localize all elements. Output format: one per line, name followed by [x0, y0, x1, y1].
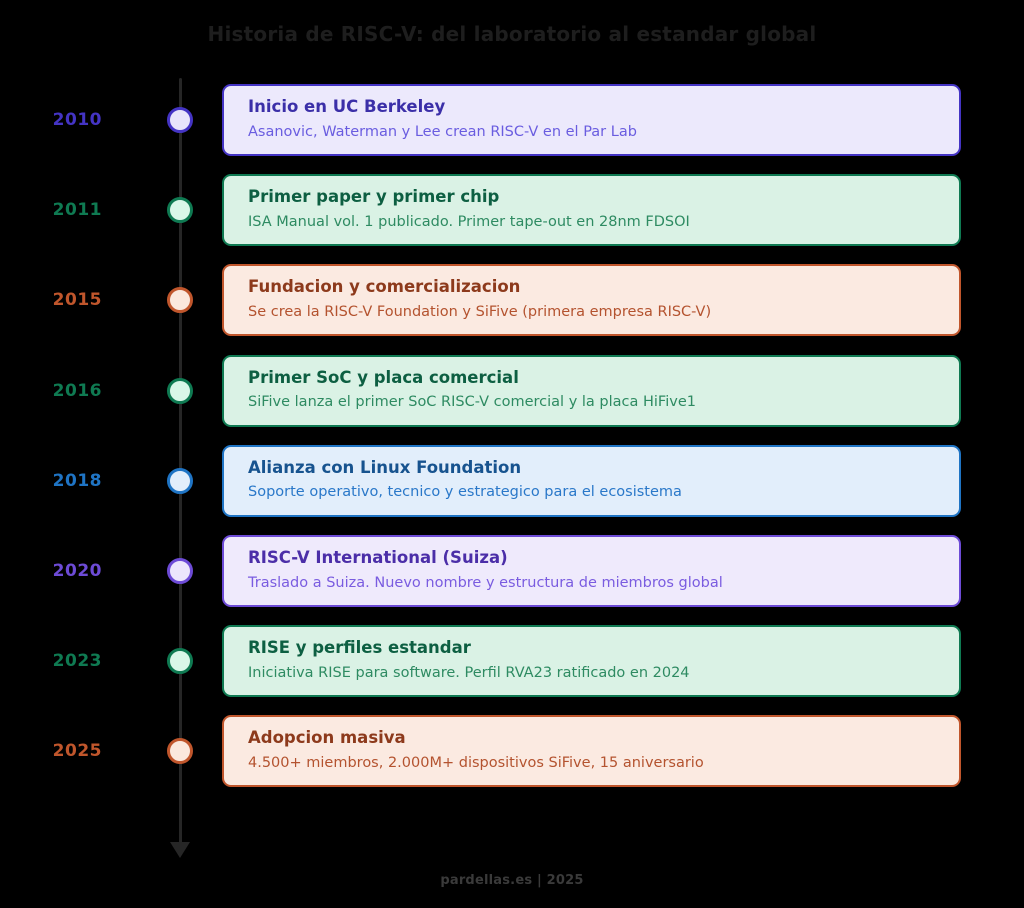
timeline-card[interactable]: Fundacion y comercializacion Se crea la R… — [222, 264, 961, 337]
card-subtitle: Soporte operativo, tecnico y estrategico… — [248, 484, 682, 501]
footer-credit: pardellas.es | 2025 — [440, 873, 584, 888]
card-subtitle: Se crea la RISC-V Foundation y SiFive (p… — [248, 304, 712, 321]
timeline-row: 2015 Fundacion y comercializacion Se crea … — [0, 264, 1024, 337]
card-title: Primer paper y primer chip — [248, 187, 500, 207]
timeline-dot-icon — [167, 467, 193, 494]
timeline-card[interactable]: Adopcion masiva 4.500+ miembros, 2.000M+ … — [222, 715, 961, 788]
year-label: 2018 — [52, 470, 102, 491]
timeline-dot-icon — [167, 558, 193, 584]
card-title: Alianza con Linux Foundation — [248, 457, 522, 477]
card-subtitle: Asanovic, Waterman y Lee crean RISC-V en… — [248, 123, 637, 140]
timeline-axis — [179, 78, 182, 848]
year-label: 2010 — [52, 110, 102, 130]
year-label: 2020 — [52, 561, 102, 581]
timeline-dot-icon — [167, 377, 193, 404]
card-title: RISC-V International (Suiza) — [248, 548, 508, 567]
year-label: 2011 — [52, 200, 102, 221]
down-arrow-icon — [170, 842, 190, 858]
page-title: Historia de RISC-V: del laboratorio al e… — [207, 22, 817, 46]
card-subtitle: Iniciativa RISE para software. Perfil RV… — [248, 664, 690, 681]
timeline-dot-icon — [167, 287, 193, 314]
year-label: 2015 — [52, 290, 102, 311]
timeline-dot-icon — [167, 107, 193, 133]
timeline-dot-icon — [167, 738, 193, 765]
card-subtitle: Traslado a Suiza. Nuevo nombre y estruct… — [248, 574, 723, 591]
card-title: Primer SoC y placa comercial — [248, 367, 519, 387]
timeline-dot-icon — [167, 648, 193, 675]
card-title: Inicio en UC Berkeley — [248, 97, 446, 116]
card-subtitle: SiFive lanza el primer SoC RISC-V comerc… — [248, 394, 696, 411]
card-title: RISE y perfiles estandar — [248, 638, 471, 658]
timeline-dot-icon — [167, 197, 193, 224]
card-subtitle: 4.500+ miembros, 2.000M+ dispositivos Si… — [248, 755, 704, 772]
timeline-row: 2020 RISC-V International (Suiza) Traslado… — [0, 535, 1024, 607]
timeline-row: 2025 Adopcion masiva 4.500+ miembros, 2.00… — [0, 715, 1024, 788]
card-subtitle: ISA Manual vol. 1 publicado. Primer tape… — [248, 213, 690, 230]
card-title: Adopcion masiva — [248, 728, 406, 748]
year-label: 2025 — [52, 741, 102, 762]
year-label: 2016 — [52, 380, 102, 401]
timeline-card[interactable]: RISC-V International (Suiza) Traslado a S… — [222, 535, 961, 607]
card-title: Fundacion y comercializacion — [248, 277, 521, 297]
year-label: 2023 — [52, 651, 102, 672]
